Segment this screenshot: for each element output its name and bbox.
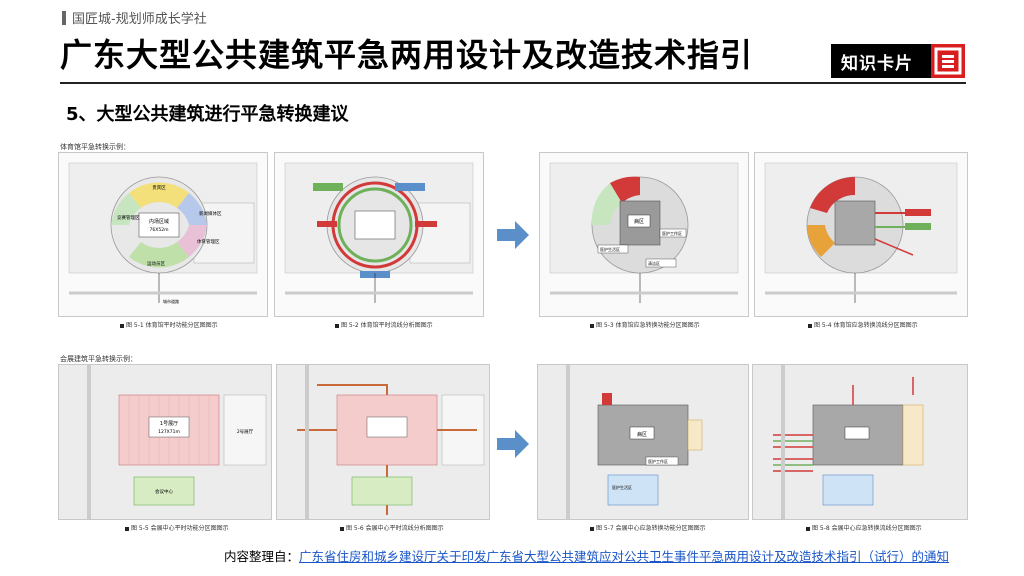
figure-caption: 图 5-4 体育馆应急转换流线分区图图示: [808, 320, 918, 329]
expo-normal-zoning-plan: 1号展厅 127X71m 2号展厅 会议中心: [58, 364, 272, 520]
brand-header: 国匠城-规划师成长学社: [62, 8, 207, 27]
figure-caption: 图 5-6 会展中心平时流线分析图图示: [340, 523, 444, 532]
brand-bar: [62, 10, 66, 25]
zone-label: 病区: [634, 218, 644, 225]
knowledge-card-badge: 知识卡片: [831, 44, 965, 78]
zone-label: 清洁区: [648, 260, 660, 266]
road-label: 城市道路: [163, 298, 179, 304]
caption-bullet-icon: [125, 526, 129, 531]
stadium-emergency-drawing: 病区 医护工作区 医护生活区 清洁区: [549, 162, 739, 303]
figure-caption: 图 5-2 体育馆平时流线分析图图示: [335, 320, 433, 329]
figure-caption: 图 5-8 会展中心应急转换流线分区图图示: [806, 523, 922, 532]
group-label-expo: 会展建筑平急转换示例：: [60, 355, 137, 363]
expo-emergency-flow-drawing: [753, 365, 967, 519]
figure-caption: 图 5-1 体育馆平时功能分区图图示: [120, 320, 218, 329]
source-footer: 内容整理自：广东省住房和城乡建设厅关于印发广东省大型公共建筑应对公共卫生事件平急…: [224, 546, 949, 565]
zone-label: 竞赛管理区: [117, 214, 140, 221]
transition-arrow-icon: [497, 430, 529, 458]
caption-bullet-icon: [806, 526, 810, 531]
caption-bullet-icon: [335, 323, 339, 328]
expo-normal-flow-plan: [276, 364, 490, 520]
stadium-normal-zoning-plan: 内场区域 76X52m 贵宾区 新闻媒体区 体育管理区 运动员区 竞赛管理区 城…: [58, 152, 268, 317]
stadium-center-size: 76X52m: [150, 227, 169, 233]
zone-label: 体育管理区: [197, 238, 220, 245]
caption-bullet-icon: [120, 323, 124, 328]
expo-emergency-flow-plan: [752, 364, 968, 520]
zone-label: 病区: [637, 431, 647, 438]
hall-label: 2号展厅: [237, 429, 254, 435]
stadium-center-label: 内场区域: [149, 218, 169, 225]
brand-name: 国匠城-规划师成长学社: [72, 12, 207, 27]
center-label: 会议中心: [155, 488, 173, 495]
zone-label: 新闻媒体区: [199, 210, 222, 217]
zone-label: 贵宾区: [152, 184, 166, 191]
stadium-emergency-flow-plan: [754, 152, 968, 317]
stadium-emergency-zoning-plan: 病区 医护工作区 医护生活区 清洁区: [539, 152, 749, 317]
expo-flow-drawing: [277, 365, 489, 519]
page-title: 广东大型公共建筑平急两用设计及改造技术指引: [60, 36, 754, 74]
zone-label: 医护生活区: [612, 484, 632, 490]
zone-label: 运动员区: [147, 260, 165, 267]
caption-bullet-icon: [590, 323, 594, 328]
stadium-plan-drawing: 内场区域 76X52m 贵宾区 新闻媒体区 体育管理区 运动员区 竞赛管理区 城…: [68, 162, 258, 304]
zone-label: 医护工作区: [648, 458, 668, 464]
caption-bullet-icon: [590, 526, 594, 531]
caption-bullet-icon: [808, 323, 812, 328]
source-label: 内容整理自：: [224, 549, 300, 564]
stadium-normal-flow-plan: [274, 152, 484, 317]
expo-emergency-zoning-plan: 病区 医护工作区 医护生活区: [537, 364, 749, 520]
figure-caption: 图 5-7 会展中心应急转换功能分区图图示: [590, 523, 706, 532]
zone-label: 医护生活区: [600, 246, 620, 252]
badge-text: 知识卡片: [841, 53, 913, 74]
group-label-stadium: 体育馆平急转换示例：: [60, 143, 130, 151]
source-link[interactable]: 广东省住房和城乡建设厅关于印发广东省大型公共建筑应对公共卫生事件平急两用设计及改…: [299, 549, 950, 564]
section-title: 5、大型公共建筑进行平急转换建议: [66, 104, 349, 125]
hall-size: 127X71m: [158, 429, 180, 435]
title-divider: [60, 82, 966, 84]
expo-plan-drawing: 1号展厅 127X71m 2号展厅 会议中心: [59, 365, 271, 519]
stadium-emergency-flow-drawing: [764, 162, 958, 303]
figure-caption: 图 5-3 体育馆应急转换功能分区图图示: [590, 320, 700, 329]
expo-emergency-drawing: 病区 医护工作区 医护生活区: [538, 365, 748, 519]
guojiang-logo-icon: [931, 44, 965, 78]
zone-label: 医护工作区: [662, 230, 682, 236]
stadium-flow-drawing: [284, 162, 474, 303]
figure-caption: 图 5-5 会展中心平时功能分区图图示: [125, 523, 229, 532]
caption-bullet-icon: [340, 526, 344, 531]
transition-arrow-icon: [497, 221, 529, 249]
hall-label: 1号展厅: [160, 421, 178, 427]
